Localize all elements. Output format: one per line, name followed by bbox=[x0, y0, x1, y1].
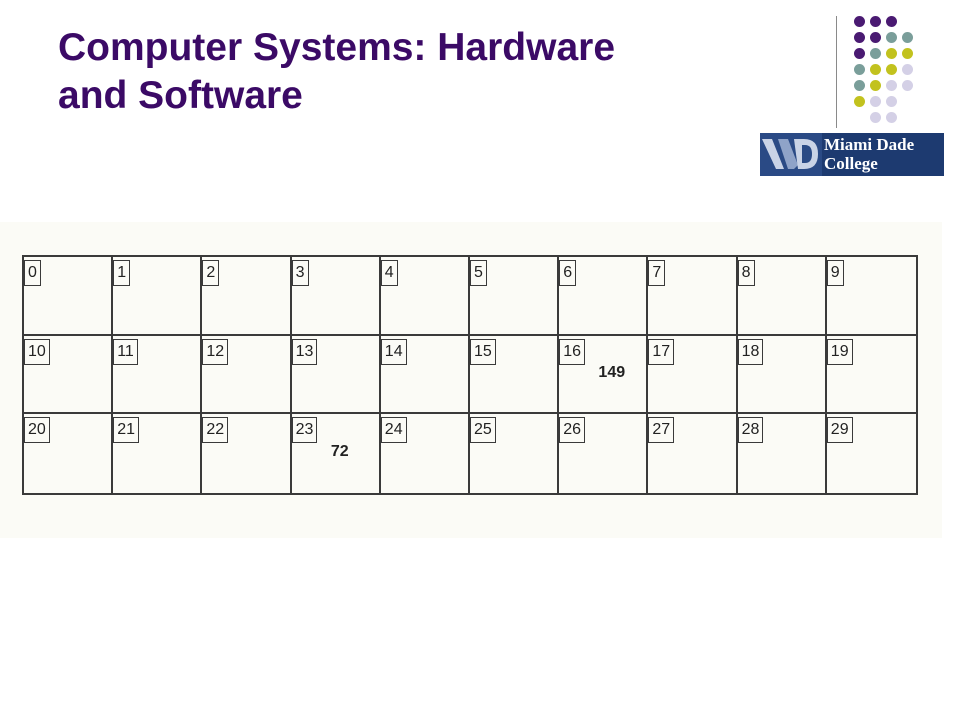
memory-address-label: 22 bbox=[202, 417, 229, 444]
decorative-dot bbox=[886, 48, 897, 59]
memory-cell: 19 bbox=[826, 336, 916, 415]
memory-address-label: 19 bbox=[826, 338, 853, 365]
memory-address-label: 29 bbox=[826, 417, 853, 444]
decorative-dot bbox=[854, 96, 865, 107]
memory-cell: 16 149 bbox=[559, 335, 649, 415]
decorative-dot bbox=[886, 80, 897, 91]
memory-cell: 18 bbox=[737, 335, 827, 415]
memory-cell: 6 bbox=[559, 257, 649, 336]
memory-cell: 1 bbox=[113, 257, 203, 336]
decorative-dot bbox=[854, 64, 865, 75]
memory-address-label: 28 bbox=[737, 417, 764, 444]
memory-address-label: 11 bbox=[113, 338, 138, 365]
decorative-dot bbox=[870, 80, 881, 91]
memory-cell: 21 bbox=[113, 414, 203, 493]
memory-address-label: 24 bbox=[380, 417, 407, 444]
memory-address-label: 4 bbox=[380, 260, 398, 286]
memory-cell: 11 bbox=[113, 335, 203, 415]
decorative-dot bbox=[870, 16, 881, 27]
memory-address-label: 7 bbox=[648, 260, 666, 286]
memory-address-label: 15 bbox=[470, 338, 496, 365]
memory-cell: 7 bbox=[648, 257, 738, 336]
decorative-dot bbox=[854, 32, 865, 43]
memory-address-label: 18 bbox=[737, 338, 764, 365]
memory-cell: 8 bbox=[737, 257, 827, 336]
decorative-dot bbox=[902, 48, 913, 59]
memory-cell: 12 bbox=[202, 335, 292, 415]
memory-cell-value: 72 bbox=[330, 442, 349, 460]
decorative-dot bbox=[886, 64, 897, 75]
memory-cell: 14 bbox=[380, 335, 470, 415]
decorative-dot bbox=[886, 96, 897, 107]
memory-cell: 10 bbox=[24, 335, 114, 415]
memory-cell: 28 bbox=[737, 414, 827, 493]
decorative-dot bbox=[886, 32, 897, 43]
slide-title: Computer Systems: Hardware and Software bbox=[58, 24, 778, 120]
decorative-dot bbox=[886, 112, 897, 123]
memory-address-label: 16 bbox=[559, 338, 585, 365]
memory-address-label: 0 bbox=[24, 260, 41, 286]
memory-cell: 20 bbox=[24, 414, 114, 493]
memory-address-label: 13 bbox=[291, 338, 318, 365]
memory-cell: 25 bbox=[470, 414, 560, 493]
decorative-dot bbox=[870, 48, 881, 59]
memory-cell: 2 bbox=[202, 257, 292, 336]
memory-address-label: 9 bbox=[826, 260, 844, 286]
decorative-dot bbox=[886, 16, 897, 27]
md-monogram-icon bbox=[760, 133, 822, 176]
memory-address-label: 10 bbox=[24, 338, 50, 365]
memory-address-label: 3 bbox=[291, 260, 309, 286]
memory-cell: 23 72 bbox=[291, 414, 381, 493]
memory-cell: 4 bbox=[380, 257, 470, 336]
memory-address-label: 25 bbox=[470, 417, 496, 444]
memory-address-label: 14 bbox=[380, 338, 407, 365]
memory-address-label: 17 bbox=[648, 338, 675, 365]
memory-address-label: 8 bbox=[737, 260, 755, 286]
memory-address-label: 5 bbox=[470, 260, 487, 286]
slide-title-line-2: and Software bbox=[58, 74, 303, 117]
decorative-dot bbox=[902, 32, 913, 43]
memory-cell: 24 bbox=[380, 414, 470, 493]
memory-cell: 9 bbox=[826, 257, 916, 336]
decorative-dot bbox=[902, 64, 913, 75]
memory-cell: 5 bbox=[470, 257, 560, 336]
decorative-dot-grid bbox=[854, 16, 934, 130]
memory-address-label: 26 bbox=[559, 417, 585, 444]
slide-title-line-1: Computer Systems: Hardware bbox=[58, 26, 616, 69]
memory-cell: 22 bbox=[202, 414, 292, 493]
memory-address-label: 23 bbox=[291, 417, 318, 444]
memory-address-label: 21 bbox=[113, 417, 139, 444]
memory-address-label: 1 bbox=[113, 260, 131, 286]
memory-address-label: 6 bbox=[559, 260, 577, 286]
header-divider bbox=[836, 16, 837, 128]
decorative-dot bbox=[870, 32, 881, 43]
memory-cell: 15 bbox=[470, 335, 560, 415]
decorative-dot bbox=[854, 80, 865, 91]
memory-address-label: 20 bbox=[24, 417, 50, 444]
decorative-dot bbox=[870, 96, 881, 107]
logo-line-1: Miami Dade bbox=[824, 135, 915, 154]
logo-wordmark: Miami Dade College bbox=[824, 135, 942, 173]
decorative-dot bbox=[902, 80, 913, 91]
decorative-dot bbox=[870, 112, 881, 123]
miami-dade-college-logo: Miami Dade College bbox=[760, 133, 944, 176]
memory-address-label: 27 bbox=[648, 417, 675, 444]
memory-cell: 26 bbox=[559, 414, 649, 493]
memory-cell: 27 bbox=[648, 414, 738, 493]
memory-cell: 13 bbox=[291, 335, 381, 415]
memory-cell-value: 149 bbox=[598, 363, 626, 381]
memory-address-label: 12 bbox=[202, 338, 229, 365]
decorative-dot bbox=[854, 48, 865, 59]
memory-address-label: 2 bbox=[202, 260, 220, 286]
decorative-dot bbox=[854, 16, 865, 27]
memory-cell: 17 bbox=[648, 335, 738, 415]
memory-cell: 0 bbox=[24, 257, 114, 336]
decorative-dot bbox=[870, 64, 881, 75]
logo-line-2: College bbox=[824, 154, 878, 173]
memory-cell: 3 bbox=[291, 257, 381, 336]
memory-cell: 29 bbox=[826, 414, 916, 493]
